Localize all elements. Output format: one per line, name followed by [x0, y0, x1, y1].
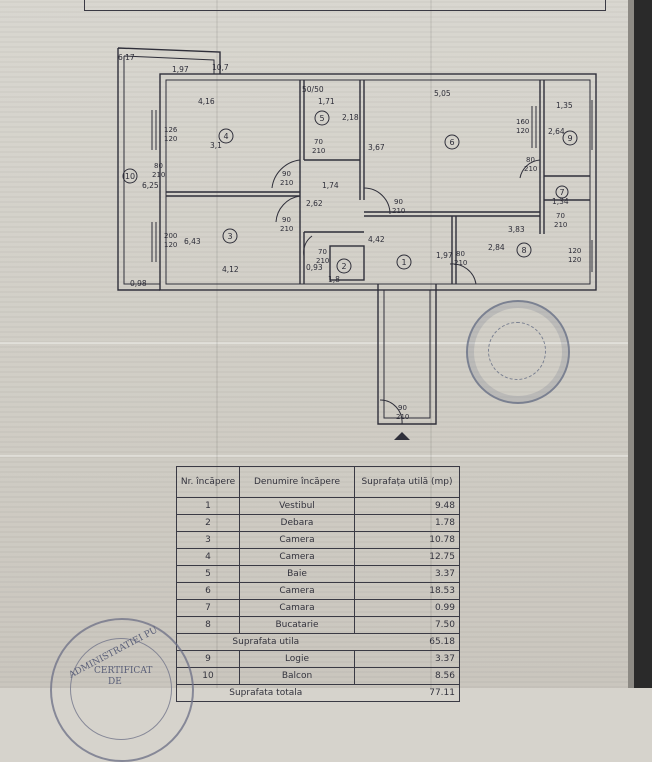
- door-label: 90: [394, 198, 403, 206]
- page-edge-shadow: [634, 0, 652, 688]
- room-number-4: 4: [223, 132, 228, 141]
- outer-wall: [159, 73, 597, 291]
- dim-label: 0,93: [306, 263, 323, 272]
- room-number-3: 3: [227, 232, 232, 241]
- door-label: 70: [318, 248, 327, 256]
- dim-label: 3,83: [508, 225, 525, 234]
- door-label: 70: [556, 212, 565, 220]
- dim-label: 4,16: [198, 97, 215, 106]
- door-label: 90: [398, 404, 407, 412]
- door-label: 90: [282, 216, 291, 224]
- door-label: 210: [392, 207, 405, 215]
- room-number-10: 10: [125, 172, 135, 181]
- window-label: 120: [568, 247, 581, 255]
- bottom-stamp: [50, 618, 194, 762]
- window-label: 120: [164, 135, 177, 143]
- round-stamp: [466, 300, 570, 404]
- door-label: 210: [316, 257, 329, 265]
- floor-plan: 1 2 3 4 5 6 7 8 9 10 6,17 1,97 10,7 4,16…: [117, 47, 597, 440]
- door-label: 210: [312, 147, 325, 155]
- dim-label: 1,74: [322, 181, 339, 190]
- header-area: Suprafața utilă (mp): [354, 466, 460, 498]
- page-edge: [628, 0, 634, 688]
- room-number-5: 5: [319, 114, 324, 123]
- dim-label: 6,25: [142, 181, 159, 190]
- dim-label: 50/50: [302, 85, 324, 94]
- dim-label: 1,71: [318, 97, 335, 106]
- dim-label: 1,34: [552, 197, 569, 206]
- door-label: 210: [280, 179, 293, 187]
- door-label: 80: [154, 162, 163, 170]
- window-label: 120: [568, 256, 581, 264]
- dim-label: 3,67: [368, 143, 385, 152]
- dim-label: 6,43: [184, 237, 201, 246]
- door-label: 210: [152, 171, 165, 179]
- dim-label: 2,18: [342, 113, 359, 122]
- header-nr: Nr. încăpere: [176, 466, 240, 498]
- door-label: 210: [454, 259, 467, 267]
- dim-label: 3,1: [210, 141, 222, 150]
- door-label: 80: [456, 250, 465, 258]
- fold-line: [0, 455, 652, 457]
- door-label: 90: [282, 170, 291, 178]
- door-label: 80: [526, 156, 535, 164]
- dim-label: 2,62: [306, 199, 323, 208]
- room-number-2: 2: [341, 262, 346, 271]
- door-label: 210: [396, 413, 409, 421]
- header-name: Denumire încăpere: [239, 466, 355, 498]
- fold-line: [216, 0, 218, 688]
- room-number-6: 6: [449, 138, 454, 147]
- dim-label: 6,17: [118, 53, 135, 62]
- window-label: 160: [516, 118, 529, 126]
- door-label: 70: [314, 138, 323, 146]
- dim-label: 0,98: [130, 279, 147, 288]
- dim-label: 1,35: [556, 101, 573, 110]
- dim-label: 5,05: [434, 89, 451, 98]
- stamp-text: CERTIFICAT: [94, 666, 153, 676]
- window-label: 126: [164, 126, 178, 134]
- dim-label: 4,12: [222, 265, 239, 274]
- fold-line: [430, 0, 432, 688]
- dim-label: 1,97: [172, 65, 189, 74]
- dim-label: 1,8: [328, 275, 340, 284]
- room-number-1: 1: [401, 258, 406, 267]
- dim-label: 2,64: [548, 127, 565, 136]
- stamp-text: DE: [108, 677, 122, 687]
- fold-line: [0, 342, 652, 344]
- dim-label: 4,42: [368, 235, 385, 244]
- door-label: 210: [280, 225, 293, 233]
- door-label: 210: [554, 221, 567, 229]
- dim-label: 10,7: [212, 63, 229, 72]
- area-table: Nr. încăpere Denumire încăpere Suprafața…: [176, 466, 460, 702]
- header-strip: [84, 0, 606, 11]
- stamp-emblem: [488, 322, 546, 380]
- entrance-arrow: [394, 432, 410, 440]
- room-number-7: 7: [559, 188, 564, 197]
- dim-label: 1,97: [436, 251, 453, 260]
- window-label: 200: [164, 232, 177, 240]
- balcony-wall: [117, 47, 221, 291]
- window-label: 120: [516, 127, 529, 135]
- door-label: 210: [524, 165, 537, 173]
- room-number-9: 9: [567, 134, 572, 143]
- window-label: 120: [164, 241, 177, 249]
- dim-label: 2,84: [488, 243, 505, 252]
- room-number-8: 8: [521, 246, 526, 255]
